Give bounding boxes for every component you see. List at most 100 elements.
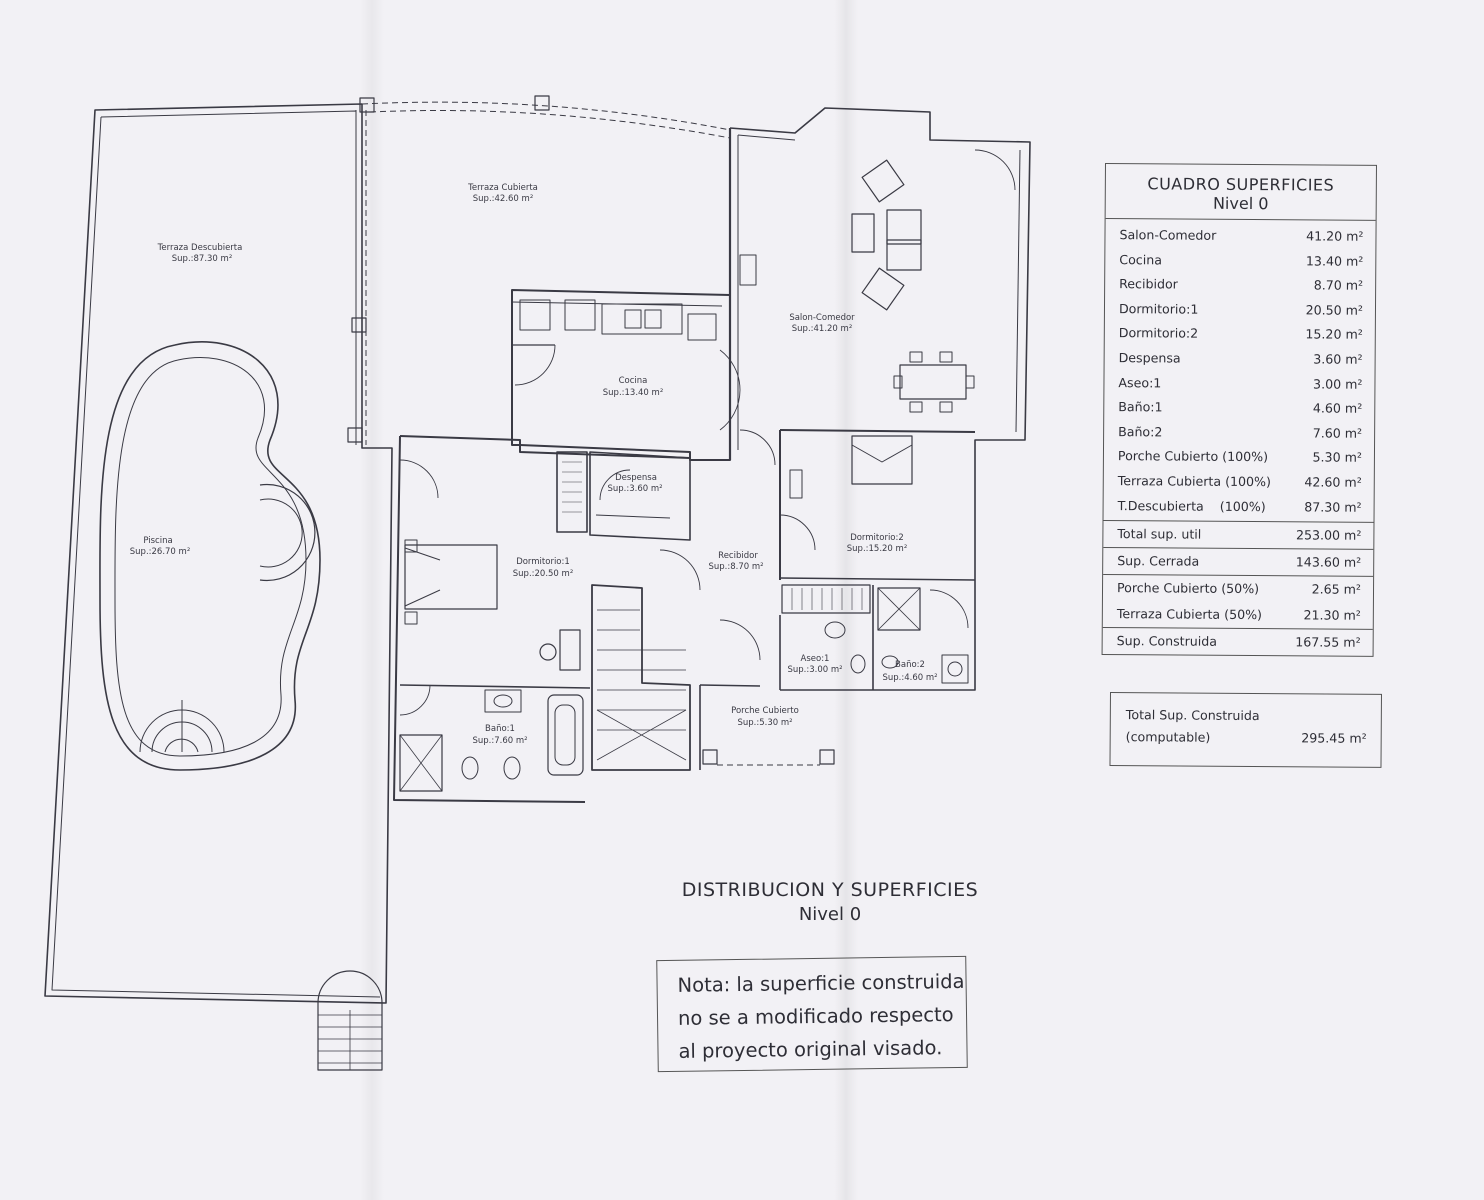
label-bano2: Baño:2 [895,660,925,670]
label-terraza-cubierta: Terraza Cubierta [467,183,538,193]
row-label: Dormitorio:1 [1118,300,1199,317]
row-value: 253.00 m² [1295,527,1362,543]
piscina-outline [99,341,321,771]
note-line: Nota: la superficie construida [677,969,965,997]
sup-aseo1: Sup.:3.00 m² [787,665,842,675]
row-label: Recibidor [1119,276,1178,292]
label-recibidor: Recibidor [718,551,758,561]
total-box-value: 295.45 m² [1301,730,1367,746]
label-aseo1: Aseo:1 [801,654,830,664]
table-row: Salon-Comedor 41.20 m² [1105,223,1375,249]
row-label: Porche Cubierto (100%) [1117,448,1269,465]
table-row: Baño:1 4.60 m² [1104,395,1374,421]
table-row: Terraza Cubierta (100%) 42.60 m² [1104,469,1374,495]
row-value: 2.65 m² [1311,581,1362,597]
row-label: Despensa [1118,350,1181,366]
row-label-text: T.Descubierta [1117,497,1204,514]
table-row: Recibidor 8.70 m² [1105,272,1375,298]
row-value: 15.20 m² [1305,326,1363,343]
label-piscina: Piscina [143,536,172,546]
sup-dormitorio1: Sup.:20.50 m² [513,569,573,579]
row-value: 13.40 m² [1305,252,1364,269]
sup-bano2: Sup.:4.60 m² [882,673,937,683]
row-label: Terraza Cubierta (50%) [1116,606,1263,623]
table-row: Aseo:1 3.00 m² [1104,371,1374,397]
total-util-section: Total sup. util 253.00 m² [1103,521,1374,551]
row-value: 87.30 m² [1304,498,1362,515]
label-dormitorio1: Dormitorio:1 [516,557,570,567]
label-despensa: Despensa [615,473,657,483]
row-value: 5.30 m² [1312,449,1363,466]
row-value: 143.60 m² [1295,554,1362,570]
sup-porche: Sup.:5.30 m² [737,718,792,728]
surface-table-header: CUADRO SUPERFICIES Nivel 0 [1105,164,1376,221]
row-label: Baño:2 [1118,423,1163,440]
table-row: Baño:2 7.60 m² [1104,420,1374,446]
row-value: 21.30 m² [1303,607,1361,623]
row-label: Baño:1 [1118,399,1163,415]
row-label: Terraza Cubierta (100%) [1117,473,1272,490]
row-label: Aseo:1 [1118,374,1162,390]
row-value: 8.70 m² [1313,277,1364,293]
row-value: 20.50 m² [1305,302,1364,318]
surface-table-rows: Salon-Comedor 41.20 m² Cocina 13.40 m² Rec… [1103,219,1376,524]
terraza-descubierta-outline [44,103,393,1004]
surface-table-subtitle: Nivel 0 [1212,193,1269,214]
cerrada-section: Sup. Cerrada 143.60 m² [1103,548,1374,578]
table-row: Sup. Cerrada 143.60 m² [1103,548,1373,576]
row-value: 3.00 m² [1313,376,1363,392]
table-row: Cocina 13.40 m² [1105,248,1375,274]
label-bano1: Baño:1 [485,724,515,734]
row-pct: (100%) [1219,498,1266,514]
drawing-title: DISTRIBUCION Y SUPERFICIES [681,879,979,901]
table-row: Porche Cubierto (100%) 5.30 m² [1104,444,1374,470]
row-label: Cocina [1119,251,1163,267]
table-row: Terraza Cubierta (50%) 21.30 m² [1103,601,1373,629]
note-box: Nota: la superficie construida no se a m… [656,955,968,1073]
label-porche: Porche Cubierto [731,706,799,716]
row-label: Sup. Cerrada [1117,553,1200,569]
sup-salon: Sup.:41.20 m² [792,324,852,334]
row-value: 42.60 m² [1304,474,1362,490]
surface-table: CUADRO SUPERFICIES Nivel 0 Salon-Comedor… [1101,163,1377,658]
sup-terraza-cubierta: Sup.:42.60 m² [473,194,533,204]
total-box-line2: (computable) [1125,729,1211,745]
sup-recibidor: Sup.:8.70 m² [708,562,763,572]
row-label: Total sup. util [1117,526,1202,542]
drawing-subtitle: Nivel 0 [798,904,862,925]
row-label: T.Descubierta (100%) [1118,494,1266,520]
sup-bano1: Sup.:7.60 m² [472,736,527,746]
table-row: Despensa 3.60 m² [1105,346,1375,372]
sup-terraza-descubierta: Sup.:87.30 m² [172,254,232,264]
row-value: 167.55 m² [1295,634,1361,650]
sup-dormitorio2: Sup.:15.20 m² [847,544,907,554]
label-terraza-descubierta: Terraza Descubierta [157,243,243,253]
row-label: Salon-Comedor [1119,227,1217,243]
house-outer-wall [729,107,1031,691]
construida-section: Sup. Construida 167.55 m² [1103,628,1373,656]
table-row: Porche Cubierto (50%) 2.65 m² [1103,575,1373,603]
sup-cocina: Sup.:13.40 m² [603,388,663,398]
table-row: Dormitorio:1 20.50 m² [1105,297,1375,323]
table-row: Total sup. util 253.00 m² [1103,521,1373,549]
sup-despensa: Sup.:3.60 m² [607,484,662,494]
fifty-percent-section: Porche Cubierto (50%) 2.65 m² Terraza Cub… [1102,575,1374,631]
table-row: Dormitorio:2 15.20 m² [1105,321,1375,347]
total-box-line1: Total Sup. Construida [1125,707,1260,724]
row-value: 41.20 m² [1306,228,1364,244]
total-construida-box: Total Sup. Construida (computable) 295.4… [1109,692,1382,768]
row-label: Porche Cubierto (50%) [1116,580,1260,597]
row-value: 7.60 m² [1312,425,1363,441]
row-label: Dormitorio:2 [1118,325,1199,342]
label-cocina: Cocina [619,376,648,386]
label-dormitorio2: Dormitorio:2 [850,533,904,543]
table-row: Sup. Construida 167.55 m² [1103,628,1373,656]
row-value: 4.60 m² [1312,400,1363,416]
row-value: 3.60 m² [1313,351,1363,367]
note-line: no se a modificado respecto [677,1003,954,1030]
label-salon: Salon-Comedor [789,313,855,323]
surface-table-title: CUADRO SUPERFICIES [1147,174,1335,195]
sup-piscina: Sup.:26.70 m² [130,547,190,557]
row-label: Sup. Construida [1116,633,1218,649]
